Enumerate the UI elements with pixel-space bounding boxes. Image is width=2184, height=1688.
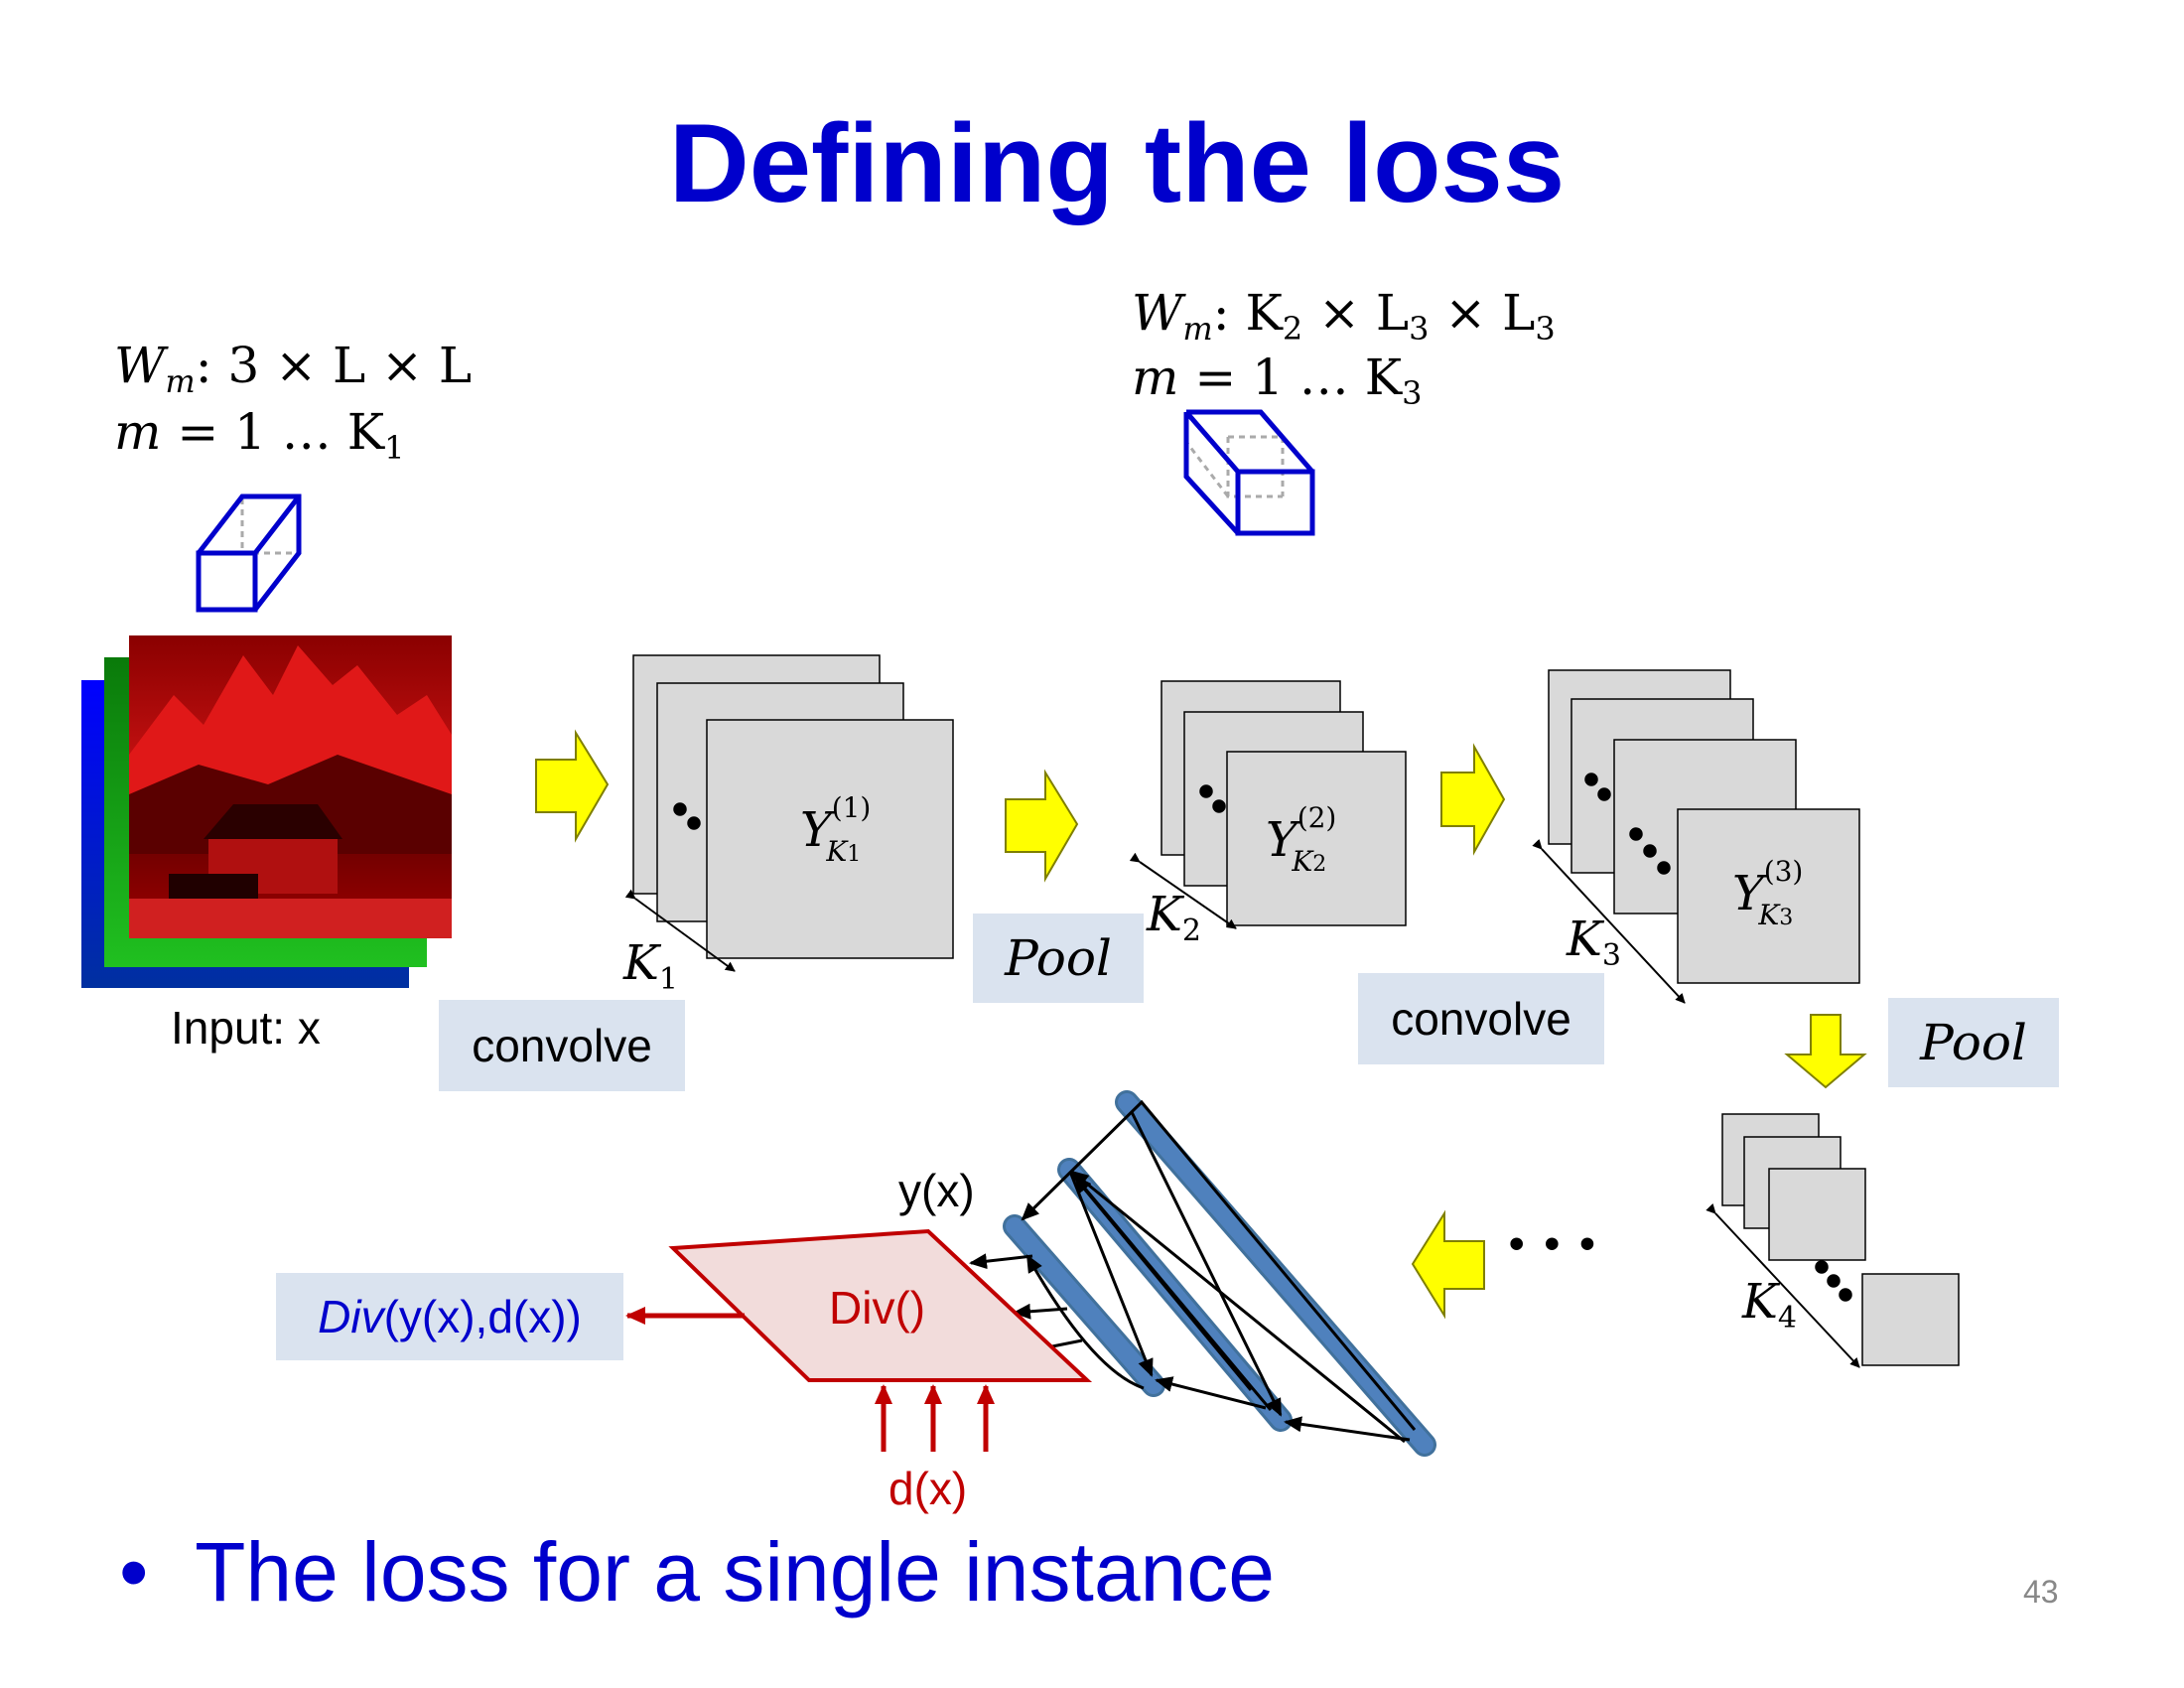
k2-dimension-arrow <box>1129 852 1237 929</box>
arrow-pool-2 <box>1784 1014 1867 1089</box>
pool-tag-1: Pool <box>973 914 1144 1003</box>
y2-label: Y(2)K2 <box>1266 801 1337 878</box>
barn-shed <box>169 874 258 899</box>
input-label: Input: x <box>171 1002 321 1054</box>
bullet-point: • The loss for a single instance <box>119 1524 1275 1620</box>
filter-cube-1 <box>196 493 302 613</box>
div-parallelogram <box>668 1228 1093 1382</box>
arrow-convolve-1 <box>535 729 610 843</box>
yellow-arrows <box>535 729 1867 1320</box>
barn-roof <box>204 804 342 839</box>
y3-label: Y(3)K3 <box>1732 855 1804 931</box>
filter2-range: m = 1 … K3 <box>1132 349 1423 412</box>
divergence-box <box>625 1228 1093 1452</box>
mlp-layers <box>969 1090 1436 1457</box>
k4-dimension-arrow <box>1706 1203 1860 1368</box>
convolve-tag-1: convolve <box>439 1000 685 1091</box>
k1-dimension-arrow <box>624 889 736 972</box>
convolve-tag-2: convolve <box>1358 973 1604 1064</box>
k3-dimension-arrow <box>1532 839 1686 1004</box>
y1-label: Y(1)K1 <box>800 791 872 868</box>
filter2-shape: Wm: K2 × L3 × L3 <box>1132 284 1556 348</box>
arrow-pool-1 <box>1005 769 1079 883</box>
feature-maps-2 <box>1160 680 1407 926</box>
dx-label: d(x) <box>888 1463 968 1514</box>
div-box-label: Div() <box>829 1282 926 1334</box>
k4-label: K4 <box>1742 1274 1797 1336</box>
yx-label: y(x) <box>898 1165 975 1216</box>
page-number: 43 <box>2023 1574 2059 1610</box>
input-image-stack <box>81 635 452 988</box>
arrow-mlp-in <box>1411 1209 1485 1320</box>
k1-label: K1 <box>623 935 678 997</box>
div-output-tag: Div (y(x),d(x)) <box>276 1273 623 1360</box>
feature-maps-1 <box>632 654 954 959</box>
pool-tag-2: Pool <box>1888 998 2059 1087</box>
arrow-convolve-2 <box>1440 743 1506 856</box>
slide-title: Defining the loss <box>668 101 1566 225</box>
bullet-text: The loss for a single instance <box>195 1525 1275 1618</box>
filter1-shape: Wm: 3 × L × L <box>114 337 473 400</box>
k2-label: K2 <box>1147 887 1201 948</box>
k3-label: K3 <box>1567 912 1621 973</box>
ellipsis-dots: • • • <box>1509 1219 1599 1268</box>
filter1-range: m = 1 … K1 <box>114 403 405 467</box>
field-ground <box>129 899 452 938</box>
bullet-dot: • <box>119 1525 196 1618</box>
filter-cube-2 <box>1183 409 1315 536</box>
